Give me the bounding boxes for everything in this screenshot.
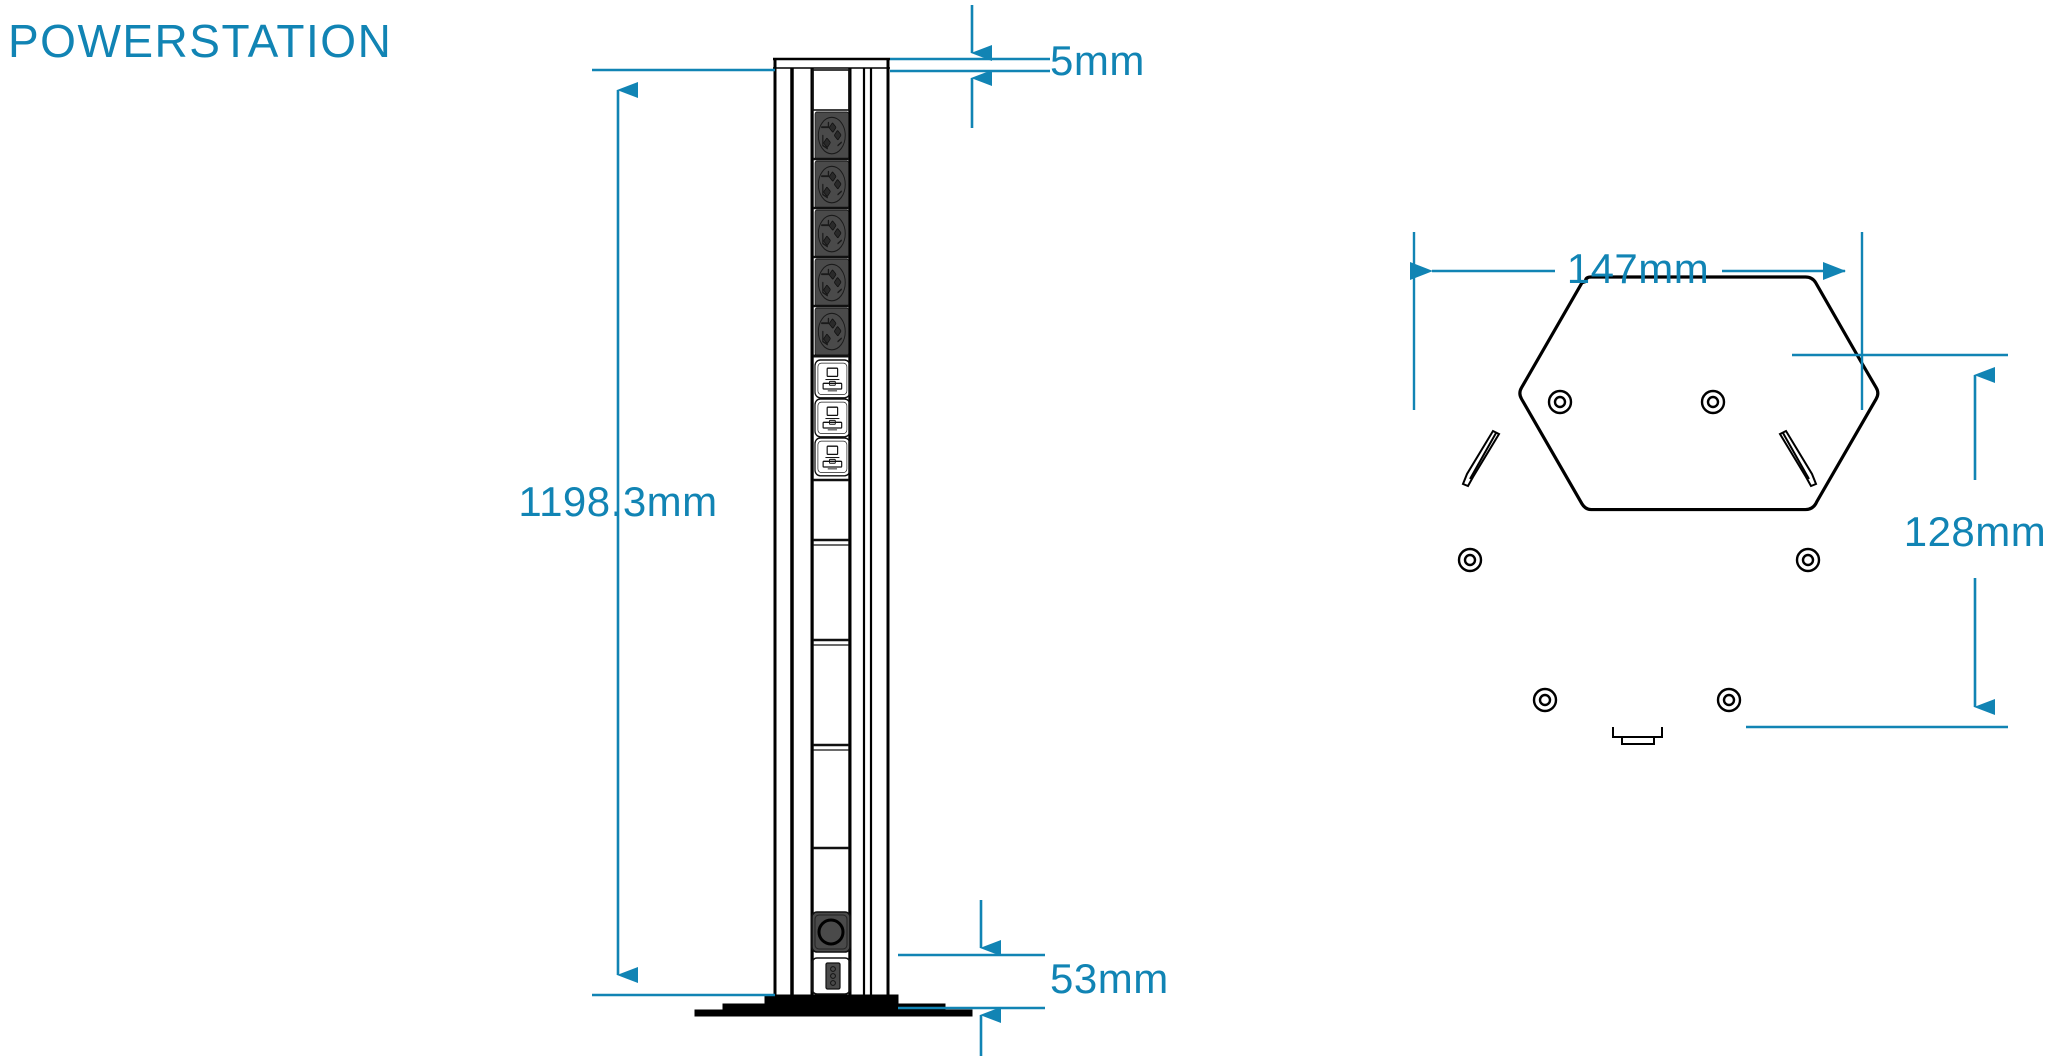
base-plate (694, 994, 973, 1017)
dimension-label-overall-height: 1198.3mm (518, 478, 717, 525)
screw-hole (1457, 547, 1483, 573)
dimension-label-base-height: 53mm (1050, 955, 1169, 1002)
edge-slot-right (1778, 429, 1818, 488)
dimension-label-hex-width: 147mm (1567, 245, 1710, 292)
universal-socket (814, 307, 850, 357)
universal-socket (814, 160, 850, 210)
hexagon-bottom-tab (1612, 727, 1663, 745)
hexagon-outline (1518, 275, 1880, 512)
faceplate-channel (812, 68, 850, 995)
bottom-module (811, 957, 851, 995)
screw-hole (1532, 687, 1558, 713)
universal-socket (814, 111, 850, 161)
dimension-overall-height: 1198.3mm (518, 68, 775, 997)
dimension-hex-depth: 128mm (1746, 353, 2047, 729)
top-blank-panel (812, 69, 850, 111)
blank-panel-group (813, 478, 849, 850)
front-elevation-view (694, 57, 973, 1017)
dimension-base-height: 53mm (898, 900, 1169, 1056)
screw-hole (1700, 389, 1726, 415)
universal-socket-group (813, 111, 850, 358)
dimension-label-top-cap-height: 5mm (1050, 37, 1145, 84)
plan-section-view (1457, 275, 1880, 745)
screw-hole-group (1457, 389, 1821, 713)
universal-socket (814, 258, 850, 308)
dimension-label-hex-depth: 128mm (1904, 508, 2047, 555)
edge-slot-left (1461, 429, 1501, 488)
universal-socket (814, 209, 850, 259)
screw-hole (1795, 547, 1821, 573)
round-port-module (811, 911, 851, 953)
dimension-top-cap-height: 5mm (890, 5, 1145, 128)
page-title: POWERSTATION (8, 15, 392, 67)
screw-hole (1716, 687, 1742, 713)
screw-hole (1547, 389, 1573, 415)
column-profile-lines (773, 59, 890, 995)
dimension-hex-width: 147mm (1410, 232, 1864, 410)
